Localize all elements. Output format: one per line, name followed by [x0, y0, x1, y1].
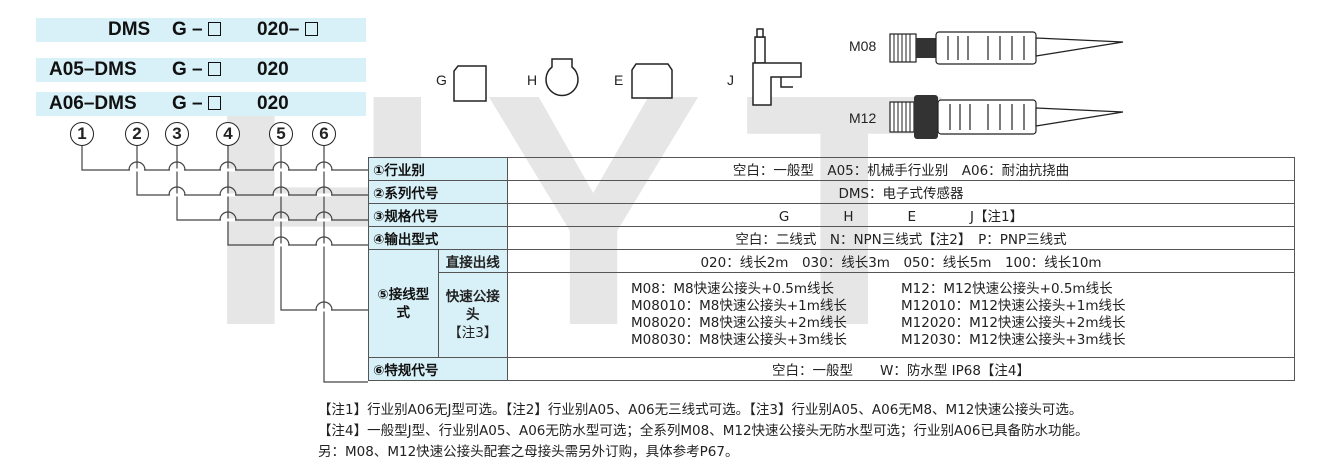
table-row: ①行业别 空白：一般型 A05：机械手行业别 A06：耐油抗挠曲 — [368, 157, 1295, 181]
list-item: M08020：M8快速公接头+2m线长 M12020：M12快速公接头+2m线长 — [512, 315, 1290, 332]
footnote-2: 【注4】一般型J型、行业别A05、A06无防水型可选；全系列M08、M12快速公… — [318, 423, 1089, 439]
shape-label-h: H — [527, 72, 538, 88]
shape-label-e: E — [614, 72, 624, 88]
table-row: 快速公接头 【注3】 M08：M8快速公接头+0.5m线长 M12：M12快速公接… — [369, 272, 1295, 358]
code-prefix-2: A05–DMS — [49, 59, 137, 80]
spec-table: ①行业别 空白：一般型 A05：机械手行业别 A06：耐油抗挠曲 ②系列代号 D… — [368, 157, 1295, 381]
list-item: M08010：M8快速公接头+1m线长 M12010：M12快速公接头+1m线长 — [512, 298, 1290, 315]
table-row: ②系列代号 DMS：电子式传感器 — [368, 180, 1295, 204]
table-row: ③规格代号 G H E J【注1】 — [368, 203, 1295, 227]
table-row: ⑤接线型式 直接出线 020：线长2m 030：线长3m 050：线长5m 10… — [368, 249, 1295, 358]
row-value-quick: M08：M8快速公接头+0.5m线长 M12：M12快速公接头+0.5m线长 M0… — [507, 272, 1295, 358]
quick-m08-option: M08010：M8快速公接头+1m线长 — [631, 298, 847, 314]
connector-label-m12: M12 — [849, 110, 877, 126]
quick-m08-option: M08：M8快速公接头+0.5m线长 — [631, 281, 834, 297]
footnotes: 【注1】行业别A06无J型可选。【注2】行业别A05、A06无三线式可选。【注3… — [318, 400, 1088, 463]
list-item: M08：M8快速公接头+0.5m线长 M12：M12快速公接头+0.5m线长 — [512, 281, 1290, 298]
row-value-industry: 空白：一般型 A05：机械手行业别 A06：耐油抗挠曲 — [507, 157, 1295, 181]
m12-connector-icon — [889, 95, 1124, 139]
code-band-2 — [36, 58, 366, 82]
connector-label-m08: M08 — [849, 38, 877, 54]
list-item: M08030：M8快速公接头+3m线长 M12030：M12快速公接头+3m线长 — [512, 332, 1290, 349]
shape-label-j: J — [727, 72, 734, 88]
code-mid-3: G – — [172, 93, 221, 115]
row-label-series: ②系列代号 — [368, 180, 508, 204]
position-circle-3: 3 — [165, 122, 189, 146]
code-slot-box — [207, 96, 221, 110]
row-value-output: 空白：二线式 N：NPN三线式【注2】 P：PNP三线式 — [507, 226, 1295, 250]
code-mid-1: G – — [172, 19, 221, 41]
code-suffix-3: 020 — [257, 93, 289, 114]
row-sublabel-quick: 快速公接头 【注3】 — [437, 272, 508, 358]
row-label-industry: ①行业别 — [368, 157, 508, 181]
quick-m12-option: M12：M12快速公接头+0.5m线长 — [901, 281, 1113, 297]
table-row: ⑥特规代号 空白：一般型 W：防水型 IP68【注4】 — [368, 357, 1295, 381]
code-suffix-1: 020– — [257, 19, 318, 41]
code-prefix-3: A06–DMS — [49, 93, 137, 114]
row-label-output: ④输出型式 — [368, 226, 508, 250]
quick-m12-option: M12030：M12快速公接头+3m线长 — [901, 332, 1126, 348]
footnote-3: 另：M08、M12快速公接头配套之母接头需另外订购，具体参考P67。 — [318, 444, 739, 460]
row-label-special: ⑥特规代号 — [368, 357, 508, 381]
row-value-spec: G H E J【注1】 — [507, 203, 1295, 227]
code-mid-2: G – — [172, 59, 221, 81]
row-sublabel-direct: 直接出线 — [437, 249, 508, 273]
code-slot-box — [304, 22, 318, 36]
shape-j-icon — [752, 28, 802, 106]
row-value-special: 空白：一般型 W：防水型 IP68【注4】 — [507, 357, 1295, 381]
code-prefix-1: DMS — [108, 19, 151, 40]
position-circle-4: 4 — [216, 122, 240, 146]
position-circle-1: 1 — [70, 122, 94, 146]
table-row: ④输出型式 空白：二线式 N：NPN三线式【注2】 P：PNP三线式 — [368, 226, 1295, 250]
quick-m12-option: M12010：M12快速公接头+1m线长 — [901, 298, 1126, 314]
code-band-3 — [36, 92, 366, 116]
position-circle-5: 5 — [269, 122, 293, 146]
quick-label: 快速公接头 — [445, 289, 500, 323]
shape-h-icon — [545, 58, 579, 97]
shape-label-g: G — [436, 72, 447, 88]
quick-note: 【注3】 — [448, 325, 498, 341]
row-value-series: DMS：电子式传感器 — [507, 180, 1295, 204]
row-label-wiring: ⑤接线型式 — [368, 249, 439, 358]
shape-g-icon — [453, 65, 487, 102]
shape-e-icon — [631, 63, 673, 99]
row-value-direct: 020：线长2m 030：线长3m 050：线长5m 100：线长10m — [507, 249, 1295, 273]
position-circle-2: 2 — [125, 122, 149, 146]
quick-m12-option: M12020：M12快速公接头+2m线长 — [901, 315, 1126, 331]
code-slot-box — [207, 62, 221, 76]
m08-connector-icon — [889, 31, 1124, 65]
code-suffix-2: 020 — [257, 59, 289, 80]
footnote-1: 【注1】行业别A06无J型可选。【注2】行业别A05、A06无三线式可选。【注3… — [318, 402, 1083, 418]
row-label-spec: ③规格代号 — [368, 203, 508, 227]
code-slot-box — [207, 22, 221, 36]
position-circle-6: 6 — [312, 122, 336, 146]
quick-m08-option: M08030：M8快速公接头+3m线长 — [631, 332, 847, 348]
quick-m08-option: M08020：M8快速公接头+2m线长 — [631, 315, 847, 331]
